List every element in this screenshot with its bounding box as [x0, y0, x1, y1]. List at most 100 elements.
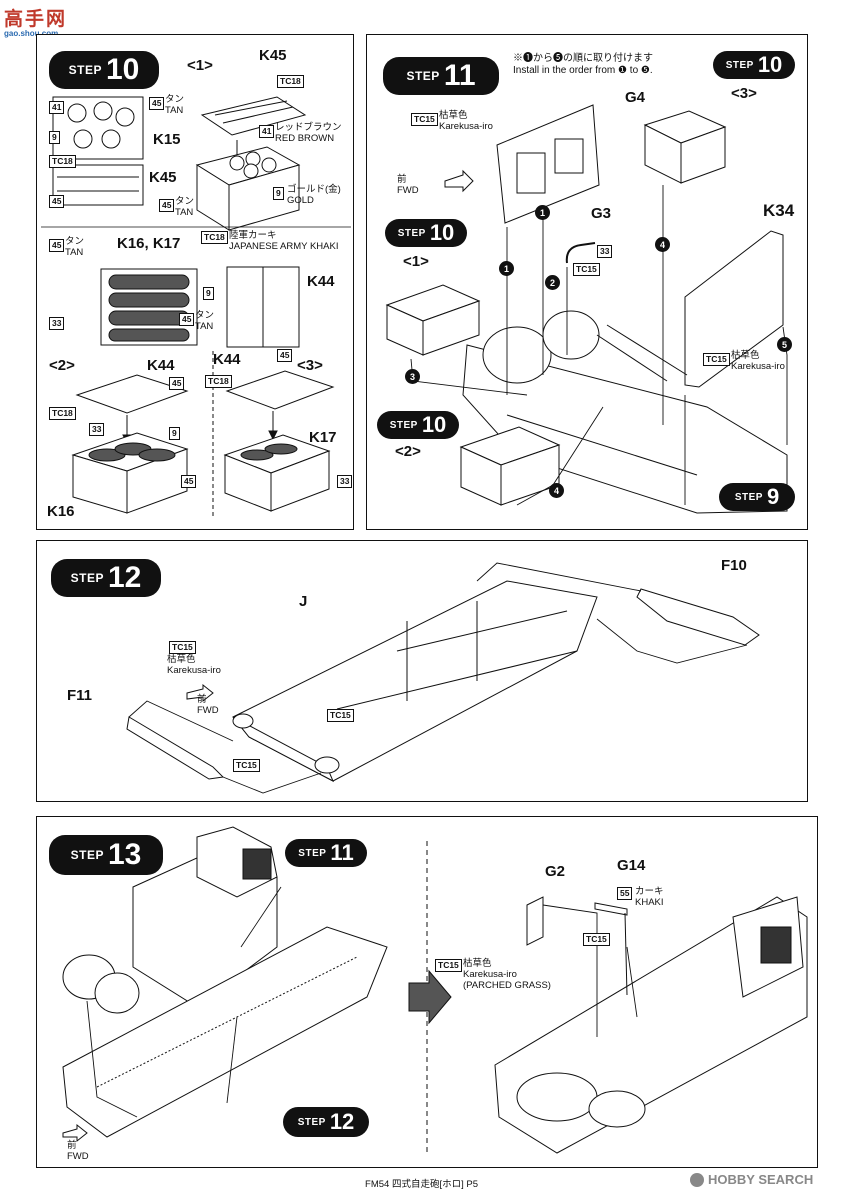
- step11-badge: STEP 11: [383, 57, 499, 95]
- step12-badge: STEP 12: [51, 559, 161, 597]
- paint-chip-tc15-g2: TC15: [435, 959, 462, 972]
- step13-badge: STEP 13: [49, 835, 163, 875]
- paint-chip-45g: 45: [181, 475, 197, 488]
- part-label-g4: G4: [625, 89, 646, 106]
- order-marker-3: 3: [405, 369, 420, 384]
- paint-chip-tc15-inner: TC15: [327, 709, 354, 722]
- paint-chip-45e: 45: [179, 313, 195, 326]
- step10-sub3: <3>: [297, 357, 323, 374]
- site-logo[interactable]: 高手网 gao.shou.com: [4, 4, 67, 38]
- paint-chip-tc15-hull: TC15: [169, 641, 196, 654]
- step13-ref-step11: STEP 11: [285, 839, 367, 867]
- part-label-k45-top: K45: [259, 47, 287, 64]
- step11-ref10b-sub: <1>: [403, 253, 429, 270]
- paint-chip-tc18b: TC18: [49, 155, 76, 168]
- part-label-k15: K15: [153, 131, 181, 148]
- paint-chip-55: 55: [617, 887, 633, 900]
- step11-ref10c-sub: <2>: [395, 443, 421, 460]
- step10-sub2: <2>: [49, 357, 75, 374]
- part-label-k34: K34: [763, 201, 795, 220]
- part-label-k44-b: K44: [147, 357, 175, 374]
- hobbysearch-watermark[interactable]: HOBBY SEARCH: [690, 1172, 813, 1187]
- paint-chip-45b: 45: [49, 195, 65, 208]
- step13-drawing: [62, 826, 808, 1154]
- part-label-k16: K16: [47, 503, 75, 520]
- part-label-k17: K17: [309, 429, 337, 446]
- part-label-k45-flat: K45: [149, 169, 177, 186]
- step13-ref-step12: STEP 12: [283, 1107, 369, 1137]
- part-label-f11: F11: [67, 687, 93, 704]
- order-marker-4a: 4: [655, 237, 670, 252]
- step10-sub1: <1>: [187, 57, 213, 74]
- part-label-j: J: [299, 593, 308, 610]
- part-label-k44-a: K44: [307, 273, 335, 290]
- order-marker-4b: 4: [549, 483, 564, 498]
- paint-chip-33c: 33: [337, 475, 353, 488]
- paint-chip-9d: 9: [169, 427, 180, 440]
- paint-chip-33b: 33: [89, 423, 105, 436]
- hobbysearch-logo-icon: [690, 1172, 704, 1187]
- paint-chip-33-g3: 33: [597, 245, 613, 258]
- paint-chip-9a: 9: [49, 131, 60, 144]
- part-label-g14: G14: [617, 857, 646, 874]
- step10-drawing: [41, 96, 351, 519]
- step11-drawing: [385, 104, 788, 514]
- part-label-f10: F10: [721, 557, 747, 574]
- step11-ref-step9: STEP 9: [719, 483, 795, 511]
- part-label-k44-c: K44: [213, 351, 241, 368]
- part-label-g2: G2: [545, 863, 566, 880]
- step11-ref-step10-1: STEP 10: [385, 219, 467, 247]
- paint-chip-41b: 41: [259, 125, 275, 138]
- paint-chip-45h: 45: [277, 349, 293, 362]
- footer-page-info: FM54 四式自走砲[ホロ] P5: [365, 1179, 478, 1190]
- step11-ref-step10-3: STEP 10: [713, 51, 795, 79]
- part-label-k16k17: K16, K17: [117, 235, 181, 252]
- part-label-g3: G3: [591, 205, 612, 222]
- paint-chip-45a: 45: [149, 97, 165, 110]
- paint-chip-9b: 9: [273, 187, 284, 200]
- paint-chip-33a: 33: [49, 317, 65, 330]
- paint-chip-45f: 45: [169, 377, 185, 390]
- order-marker-5: 5: [777, 337, 792, 352]
- order-marker-2: 2: [545, 275, 560, 290]
- paint-chip-tc18e: TC18: [205, 375, 232, 388]
- paint-chip-tc15-g14: TC15: [583, 933, 610, 946]
- paint-chip-45c: 45: [159, 199, 175, 212]
- order-marker-1b: 1: [535, 205, 550, 220]
- paint-chip-tc18a: TC18: [277, 75, 304, 88]
- site-logo-cjk: 高手网: [4, 9, 68, 30]
- step11-ref-step10-2: STEP 10: [377, 411, 459, 439]
- step11-ref10a-sub: <3>: [731, 85, 757, 102]
- paint-chip-41a: 41: [49, 101, 65, 114]
- paint-chip-tc15-g3: TC15: [573, 263, 600, 276]
- paint-chip-9c: 9: [203, 287, 214, 300]
- paint-chip-tc15-k34: TC15: [703, 353, 730, 366]
- order-marker-1a: 1: [499, 261, 514, 276]
- paint-chip-tc18d: TC18: [49, 407, 76, 420]
- color-gold: ゴールド(金)GOLD: [287, 184, 341, 206]
- paint-chip-45d: 45: [49, 239, 65, 252]
- paint-chip-tc15-f11: TC15: [233, 759, 260, 772]
- site-logo-url: gao.shou.com: [4, 29, 59, 38]
- step12-drawing: [126, 562, 760, 794]
- step10-badge: STEP 10: [49, 51, 159, 89]
